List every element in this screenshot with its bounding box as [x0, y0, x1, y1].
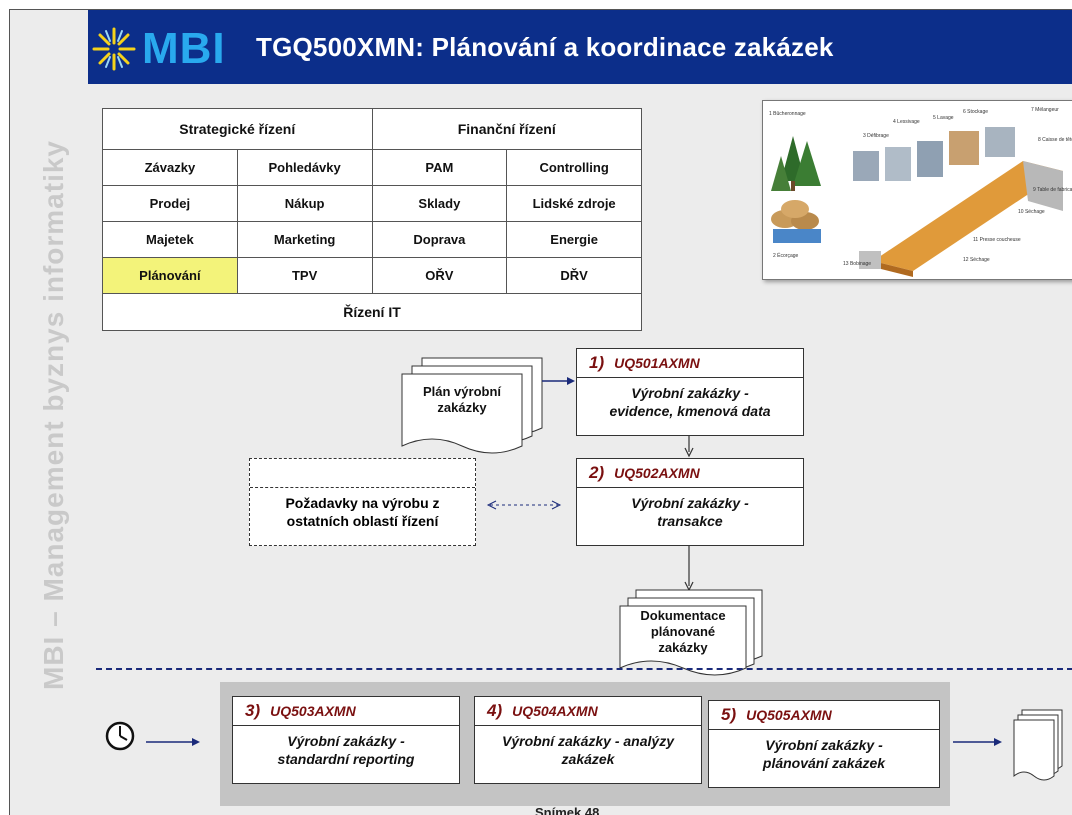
grid-cell: Sklady — [371, 186, 507, 221]
box-text-line: Výrobní zakázky - — [631, 495, 749, 511]
grid-cell: Majetek — [146, 232, 194, 247]
areas-grid: Strategické řízení Finanční řízení Závaz… — [102, 108, 642, 331]
box-code: UQ501AXMN — [614, 355, 700, 371]
box-number: 4) — [487, 701, 503, 720]
flow-connectors — [105, 357, 1063, 781]
process-box-2: 2) UQ502AXMN Výrobní zakázky - transakce — [576, 458, 804, 546]
requests-text-line: Požadavky na výrobu z — [285, 495, 440, 511]
process-box-1: 1) UQ501AXMN Výrobní zakázky - evidence, k… — [576, 348, 804, 436]
paper-machine-icon — [859, 161, 1063, 277]
logo-text: MBI — [142, 24, 226, 73]
grid-header-financial: Finanční řízení — [371, 109, 642, 149]
plan-document-label: Plán výrobní zakázky — [422, 384, 502, 415]
sun-icon — [92, 27, 136, 71]
svg-text:9 Table de fabrication: 9 Table de fabrication — [1033, 187, 1072, 193]
grid-cell: TPV — [236, 258, 372, 293]
svg-text:12 Séchage: 12 Séchage — [963, 257, 990, 263]
box-text-line: Výrobní zakázky - — [631, 385, 749, 401]
box-code: UQ505AXMN — [746, 707, 832, 723]
svg-text:11 Presse coucheuse: 11 Presse coucheuse — [973, 237, 1021, 243]
grid-cell: Závazky — [144, 160, 196, 175]
paper-mill-illustration: 1 Bûcheronnage 4 Lessivage 6 Stockage 7 … — [762, 100, 1072, 280]
svg-text:4 Lessivage: 4 Lessivage — [893, 119, 920, 125]
separator-line — [96, 668, 1072, 670]
box-text-line: Výrobní zakázky - — [765, 737, 883, 753]
output-document-stack — [619, 589, 763, 676]
svg-text:13 Bobinage: 13 Bobinage — [843, 261, 871, 267]
box-text-line: transakce — [657, 513, 723, 529]
svg-text:3 Défibrage: 3 Défibrage — [863, 133, 889, 139]
output-document-label: Dokumentace plánované zakázky — [622, 608, 744, 656]
svg-text:10 Séchage: 10 Séchage — [1018, 209, 1045, 215]
box-code: UQ503AXMN — [270, 703, 356, 719]
grid-cell: Doprava — [371, 222, 507, 257]
paper-mill-drawing: 1 Bûcheronnage 4 Lessivage 6 Stockage 7 … — [763, 101, 1072, 279]
grid-footer-it: Řízení IT — [343, 304, 401, 320]
slide: MBI TGQ500XMN: Plánování a koordinace za… — [9, 9, 1072, 815]
grid-cell: DŘV — [506, 258, 641, 293]
report-box-5: 5) UQ505AXMN Výrobní zakázky - plánování z… — [708, 700, 940, 788]
svg-text:7 Mélangeur: 7 Mélangeur — [1031, 107, 1059, 113]
grid-cell: Nákup — [236, 186, 372, 221]
svg-text:5 Lavage: 5 Lavage — [933, 115, 954, 121]
box-text-line: Výrobní zakázky - analýzy — [502, 733, 674, 749]
box-text-line: plánování zakázek — [762, 755, 886, 771]
trees-icon — [771, 136, 821, 191]
svg-text:8 Caisse de tête: 8 Caisse de tête — [1038, 137, 1072, 143]
output-doc-line: plánované — [650, 624, 716, 639]
title-bar — [88, 10, 1072, 84]
grid-cell: Prodej — [149, 196, 191, 211]
grid-header-strategic: Strategické řízení — [179, 121, 296, 137]
report-box-3: 3) UQ503AXMN Výrobní zakázky - standardní … — [232, 696, 460, 784]
box-text-line: Výrobní zakázky - — [287, 733, 405, 749]
grid-cell: Pohledávky — [236, 150, 372, 185]
logs-icon — [771, 200, 821, 243]
requests-box: Požadavky na výrobu z ostatních oblastí … — [249, 458, 476, 546]
mbi-logo: MBI — [90, 26, 226, 72]
svg-text:1 Bûcheronnage: 1 Bûcheronnage — [769, 111, 806, 117]
box-number: 3) — [245, 701, 261, 720]
grid-cell: Controlling — [506, 150, 641, 185]
grid-cell: OŘV — [371, 258, 507, 293]
box-code: UQ502AXMN — [614, 465, 700, 481]
plan-document-stack — [401, 357, 543, 454]
tanks-icon — [853, 127, 1015, 181]
clock-icon — [105, 721, 135, 751]
svg-text:6 Stockage: 6 Stockage — [963, 109, 988, 115]
output-doc-line: Dokumentace — [640, 608, 726, 623]
page-title: TGQ500XMN: Plánování a koordinace zakáze… — [256, 32, 834, 62]
grid-cell-highlighted: Plánování — [103, 258, 237, 293]
grid-cell: Energie — [506, 222, 641, 257]
output-doc-line: zakázky — [658, 640, 708, 655]
box-text-line: evidence, kmenová data — [609, 403, 771, 419]
box-number: 1) — [589, 353, 605, 372]
svg-text:2 Écorçage: 2 Écorçage — [773, 252, 799, 259]
report-document-stack — [1013, 709, 1063, 781]
box-code: UQ504AXMN — [512, 703, 598, 719]
box-text-line: standardní reporting — [277, 751, 415, 767]
grid-cell: Marketing — [236, 222, 372, 257]
grid-cell: PAM — [371, 150, 507, 185]
box-number: 5) — [721, 705, 737, 724]
box-number: 2) — [589, 463, 605, 482]
slide-number: Snímek 48 — [535, 805, 600, 815]
report-box-4: 4) UQ504AXMN Výrobní zakázky - analýzy zak… — [474, 696, 702, 784]
box-text-line: zakázek — [561, 751, 615, 767]
grid-cell: Lidské zdroje — [506, 186, 641, 221]
requests-text-line: ostatních oblastí řízení — [286, 513, 439, 529]
